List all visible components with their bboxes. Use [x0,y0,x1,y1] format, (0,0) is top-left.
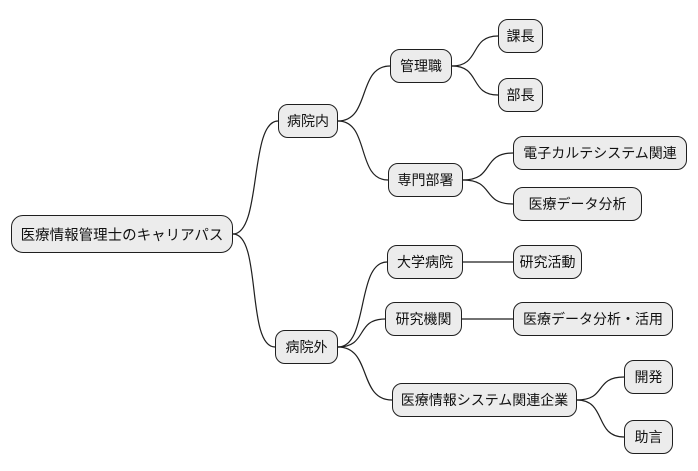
edge-management-to-section-chief [451,35,499,67]
node-specialized-dept: 専門部署 [388,163,463,197]
edge-root-to-out-of-hospital [232,233,276,348]
edge-in-hospital-to-management [337,65,391,122]
edge-out-of-hospital-to-university-hospital [337,261,388,348]
node-university-hospital: 大学病院 [387,245,463,279]
node-section-chief: 課長 [498,19,543,53]
edge-management-to-department-chief [451,65,499,96]
node-advisory: 助言 [624,420,673,454]
edge-in-hospital-to-specialized-dept [337,120,389,181]
node-in-hospital: 病院内 [278,104,338,138]
edge-specialized-dept-to-emr-system [462,152,514,181]
edge-specialized-dept-to-data-analysis [462,179,514,205]
node-department-chief: 部長 [498,78,543,112]
edge-root-to-in-hospital [232,120,279,235]
node-research-institute: 研究機関 [385,302,462,336]
node-research-activity: 研究活動 [513,245,582,279]
edge-out-of-hospital-to-research-institute [337,318,386,348]
node-root-career-path: 医療情報管理士のキャリアパス [11,215,233,253]
node-data-analysis-utilization: 医療データ分析・活用 [513,302,673,336]
node-development: 開発 [624,360,673,394]
node-out-of-hospital: 病院外 [275,330,338,364]
node-medical-data-analysis: 医療データ分析 [513,187,642,221]
edge-out-of-hospital-to-health-it-company [337,346,393,401]
edge-health-it-company-to-development [576,376,625,401]
node-management: 管理職 [390,49,452,83]
edge-health-it-company-to-advisory [576,399,625,438]
node-health-it-company: 医療情報システム関連企業 [392,383,577,417]
node-emr-system-related: 電子カルテシステム関連 [513,136,687,170]
